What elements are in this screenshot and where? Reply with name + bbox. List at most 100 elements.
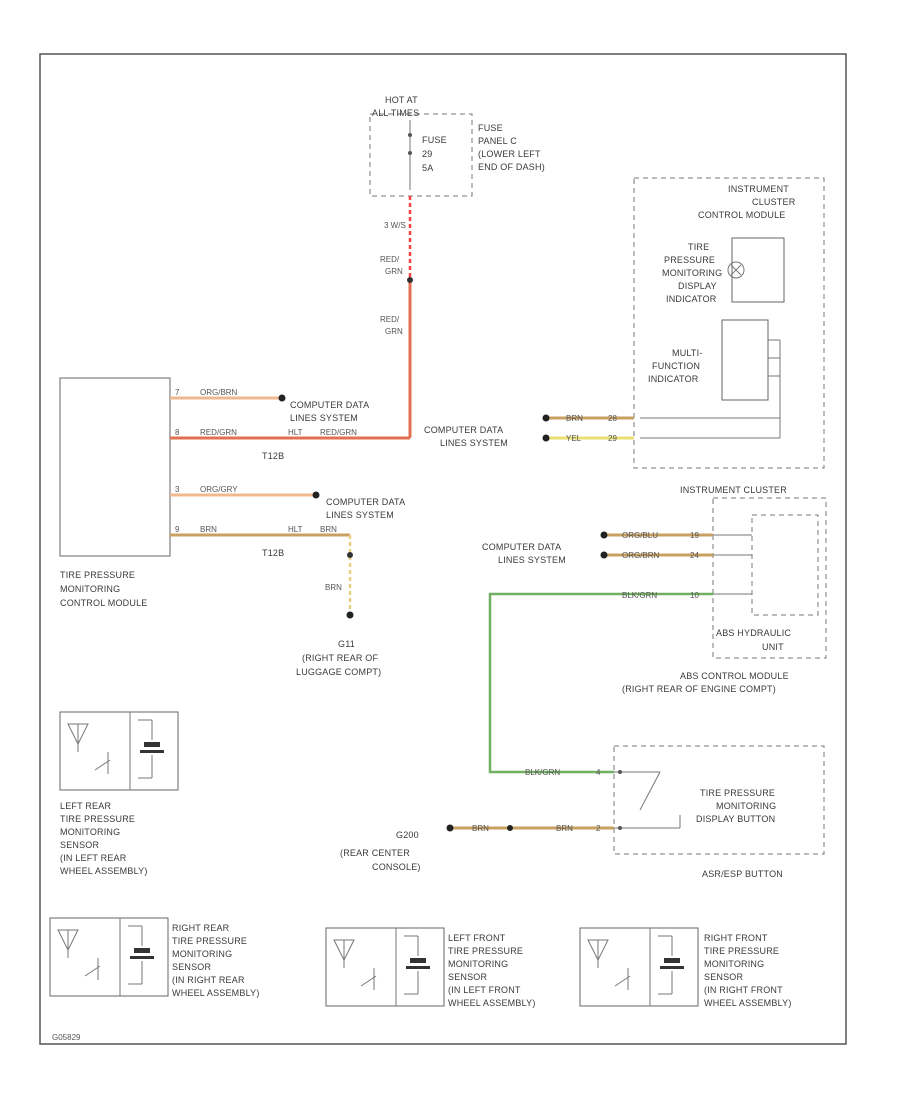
hot-at-label: HOT AT xyxy=(385,95,418,105)
green-wire: BLK/GRN 10 BLK/GRN 4 xyxy=(488,591,713,777)
antenna-icon xyxy=(57,929,79,958)
fuse-label: FUSE xyxy=(422,135,447,145)
transmitter-icon xyxy=(614,968,631,990)
btn-wire-brn-2: BRN xyxy=(556,824,573,833)
sensor-lf-line2: TIRE PRESSURE xyxy=(448,946,523,956)
fuse-number: 29 xyxy=(422,149,432,159)
tpms-button-line2: MONITORING xyxy=(716,801,776,811)
instrument-cluster-control-module: INSTRUMENT CLUSTER CONTROL MODULE TIRE P… xyxy=(633,177,825,469)
sensor-rr-line3: MONITORING xyxy=(172,949,232,959)
tpms-module-line3: CONTROL MODULE xyxy=(60,598,147,608)
tpms-ind-line3: MONITORING xyxy=(662,268,722,278)
sensor-rr-line2: TIRE PRESSURE xyxy=(172,936,247,946)
svg-text:7: 7 xyxy=(175,388,180,397)
fuse-panel-line4: END OF DASH) xyxy=(478,162,545,172)
abs-hydraulic-line2: UNIT xyxy=(762,642,784,652)
sensor-rf-line6: WHEEL ASSEMBLY) xyxy=(704,998,792,1008)
sensor-lr-line6: WHEEL ASSEMBLY) xyxy=(60,866,148,876)
fuse-panel-line1: FUSE xyxy=(478,123,503,133)
mfi-line2: FUNCTION xyxy=(652,361,700,371)
sensor-rf-line5: (IN RIGHT FRONT xyxy=(704,985,783,995)
battery-icon xyxy=(128,925,154,985)
sensor-rf-line3: MONITORING xyxy=(704,959,764,969)
indicator-lamp-icon xyxy=(727,261,745,279)
abs-module-line1: ABS CONTROL MODULE xyxy=(680,671,789,681)
cdl2-line2: LINES SYSTEM xyxy=(326,510,394,520)
diagram-frame xyxy=(39,53,847,1045)
sensor-rr-line4: SENSOR xyxy=(172,962,212,972)
ic-wire2-label: YEL xyxy=(566,434,582,443)
wire-red1-stripe: GRN xyxy=(385,267,403,276)
sensor-lr-line2: TIRE PRESSURE xyxy=(60,814,135,824)
transmitter-icon xyxy=(360,968,377,990)
fuse-panel-line2: PANEL C xyxy=(478,136,517,146)
sensor-lf-line6: WHEEL ASSEMBLY) xyxy=(448,998,536,1008)
ground-g11-line1: (RIGHT REAR OF xyxy=(302,653,378,663)
wire-label-brn-b: BRN xyxy=(320,525,337,534)
red-feed-wire: 3 W/S RED/ GRN RED/ GRN xyxy=(380,196,413,438)
tpms-module-line1: TIRE PRESSURE xyxy=(60,570,135,580)
sensor-left-front: LEFT FRONT TIRE PRESSURE MONITORING SENS… xyxy=(325,927,536,1008)
ground-icon xyxy=(346,611,354,619)
tpms-wire-3: 3 ORG/GRY COMPUTER DATA LINES SYSTEM xyxy=(170,485,405,520)
ic-wire1-pin: 28 xyxy=(608,414,617,423)
sensor-lr-line1: LEFT REAR xyxy=(60,801,111,811)
mfi-line3: INDICATOR xyxy=(648,374,699,384)
transmitter-icon xyxy=(94,752,111,774)
ground-g11-id: G11 xyxy=(338,639,355,649)
tpms-wire-4: 9 BRN HLT BRN T12B BRN G11 (RIGHT REAR O… xyxy=(170,525,381,677)
antenna-icon xyxy=(333,939,355,968)
svg-text:9: 9 xyxy=(175,525,180,534)
cdl4-line2: LINES SYSTEM xyxy=(498,555,566,565)
abs-wire2-label: ORG/BRN xyxy=(622,551,660,560)
tpms-button-line1: TIRE PRESSURE xyxy=(700,788,775,798)
ground-g200-line1: (REAR CENTER xyxy=(340,848,410,858)
abs-data-wires: ORG/BLU 19 ORG/BRN 24 COMPUTER DATA LINE… xyxy=(482,531,713,565)
sensor-lr-line3: MONITORING xyxy=(60,827,120,837)
btn-wire-pin: 2 xyxy=(596,824,601,833)
sensor-lr-line5: (IN LEFT REAR xyxy=(60,853,127,863)
wire-label-org-gry: ORG/GRY xyxy=(200,485,238,494)
sensor-left-rear: LEFT REAR TIRE PRESSURE MONITORING SENSO… xyxy=(59,711,179,876)
wire-splice-label: 3 W/S xyxy=(384,221,406,230)
sensor-rr-line6: WHEEL ASSEMBLY) xyxy=(172,988,260,998)
sensor-rr-line1: RIGHT REAR xyxy=(172,923,230,933)
tpms-ind-line1: TIRE xyxy=(688,242,709,252)
cdl2-line1: COMPUTER DATA xyxy=(326,497,405,507)
tpms-module-line2: MONITORING xyxy=(60,584,120,594)
wire-red2-stripe: GRN xyxy=(385,327,403,336)
sensor-rf-line1: RIGHT FRONT xyxy=(704,933,768,943)
cdl1-line1: COMPUTER DATA xyxy=(290,400,369,410)
sensor-lf-line4: SENSOR xyxy=(448,972,488,982)
icm-line2: CLUSTER xyxy=(752,197,796,207)
green-wire-label-2: BLK/GRN xyxy=(525,768,560,777)
btn-wire-brn-1: BRN xyxy=(472,824,489,833)
cdl1-line2: LINES SYSTEM xyxy=(290,413,358,423)
wire-conn-hlt-2: HLT xyxy=(288,525,303,534)
wire-label-brn: BRN xyxy=(200,525,217,534)
ic-wire2-pin: 29 xyxy=(608,434,617,443)
sensor-lf-line5: (IN LEFT FRONT xyxy=(448,985,521,995)
battery-icon xyxy=(658,935,684,995)
tpms-ind-line2: PRESSURE xyxy=(664,255,715,265)
ground-g11-line2: LUGGAGE COMPT) xyxy=(296,667,381,677)
transmitter-icon xyxy=(84,958,101,980)
fuse-rating: 5A xyxy=(422,163,433,173)
battery-icon xyxy=(404,935,430,995)
sensor-right-rear: RIGHT REAR TIRE PRESSURE MONITORING SENS… xyxy=(49,917,260,998)
tpms-button-line3: DISPLAY BUTTON xyxy=(696,814,775,824)
sensor-right-front: RIGHT FRONT TIRE PRESSURE MONITORING SEN… xyxy=(579,927,792,1008)
sensor-lr-line4: SENSOR xyxy=(60,840,100,850)
battery-icon xyxy=(138,719,164,779)
ic-data-wires: BRN 28 YEL 29 COMPUTER DATA LINES SYSTEM xyxy=(424,414,634,448)
tpms-wire-1: 7 ORG/BRN COMPUTER DATA LINES SYSTEM xyxy=(170,388,369,423)
tpms-display-button: TIRE PRESSURE MONITORING DISPLAY BUTTON … xyxy=(613,745,825,879)
sensor-rf-line2: TIRE PRESSURE xyxy=(704,946,779,956)
asr-esp-button-label: ASR/ESP BUTTON xyxy=(702,869,783,879)
abs-control-module: INSTRUMENT CLUSTER ABS HYDRAULIC UNIT AB… xyxy=(622,485,827,694)
sensor-rr-line5: (IN RIGHT REAR xyxy=(172,975,245,985)
wire-label-org-brn: ORG/BRN xyxy=(200,388,238,397)
connector-t12b-1: T12B xyxy=(262,451,284,461)
mfi-line1: MULTI- xyxy=(672,348,703,358)
